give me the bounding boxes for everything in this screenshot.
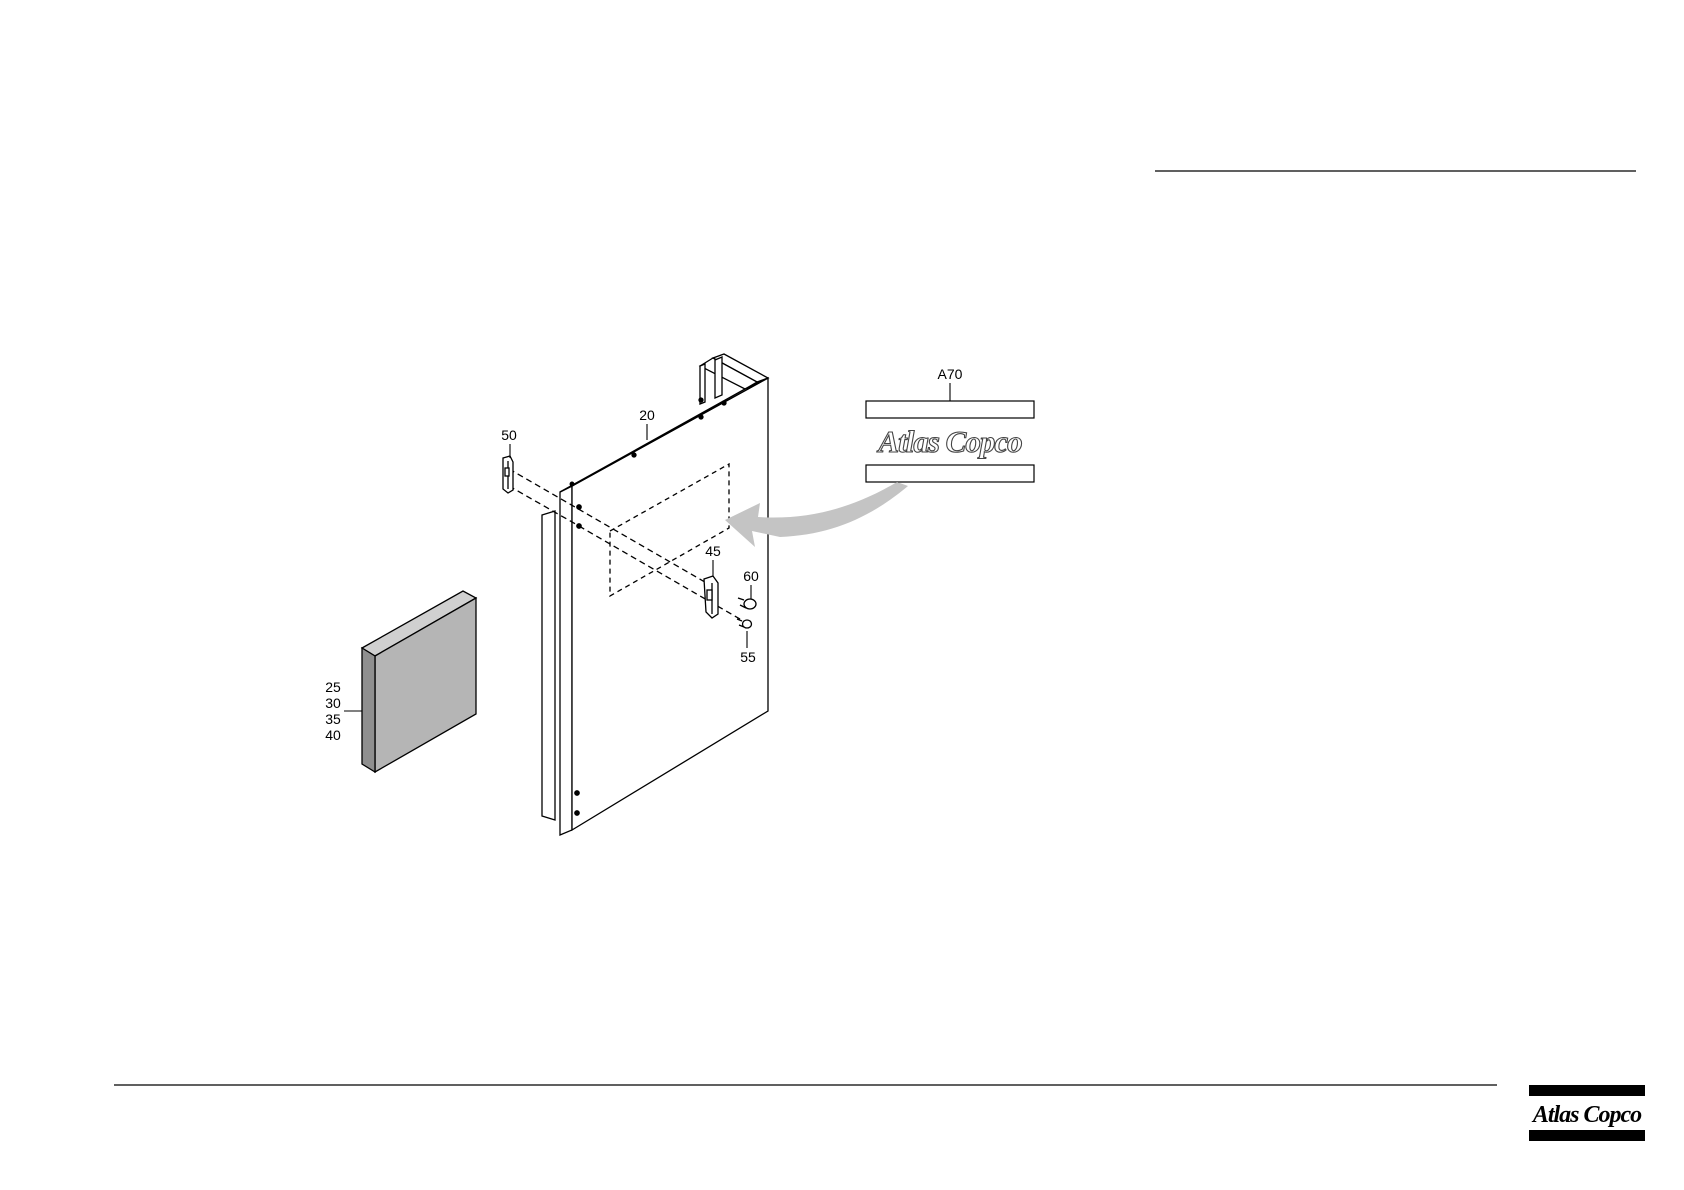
logo-bar-top [1529, 1085, 1645, 1096]
logo-text: Atlas Copco [1531, 1102, 1642, 1128]
logo-bar-bottom [1529, 1130, 1645, 1141]
callout-35: 35 [325, 711, 341, 727]
decal-stripe-top [866, 401, 1034, 418]
callout-55: 55 [740, 649, 756, 665]
callout-60: 60 [743, 568, 759, 584]
callout-40: 40 [325, 727, 341, 743]
decal-a70: Atlas Copco [866, 401, 1034, 482]
decal-logo-text: Atlas Copco [876, 424, 1022, 459]
hinge-45 [704, 576, 718, 618]
callout-25: 25 [325, 679, 341, 695]
filter-mat-side [362, 648, 375, 772]
callout-45: 45 [705, 543, 721, 559]
atlas-copco-logo: Atlas Copco [1529, 1085, 1645, 1141]
callout-a70: A70 [938, 366, 963, 382]
callout-30: 30 [325, 695, 341, 711]
filter-mat [362, 591, 476, 772]
decal-stripe-bottom [866, 465, 1034, 482]
callout-50: 50 [501, 427, 517, 443]
callout-20: 20 [639, 407, 655, 423]
door-panel-20 [509, 354, 768, 835]
hinge-50 [503, 456, 513, 493]
